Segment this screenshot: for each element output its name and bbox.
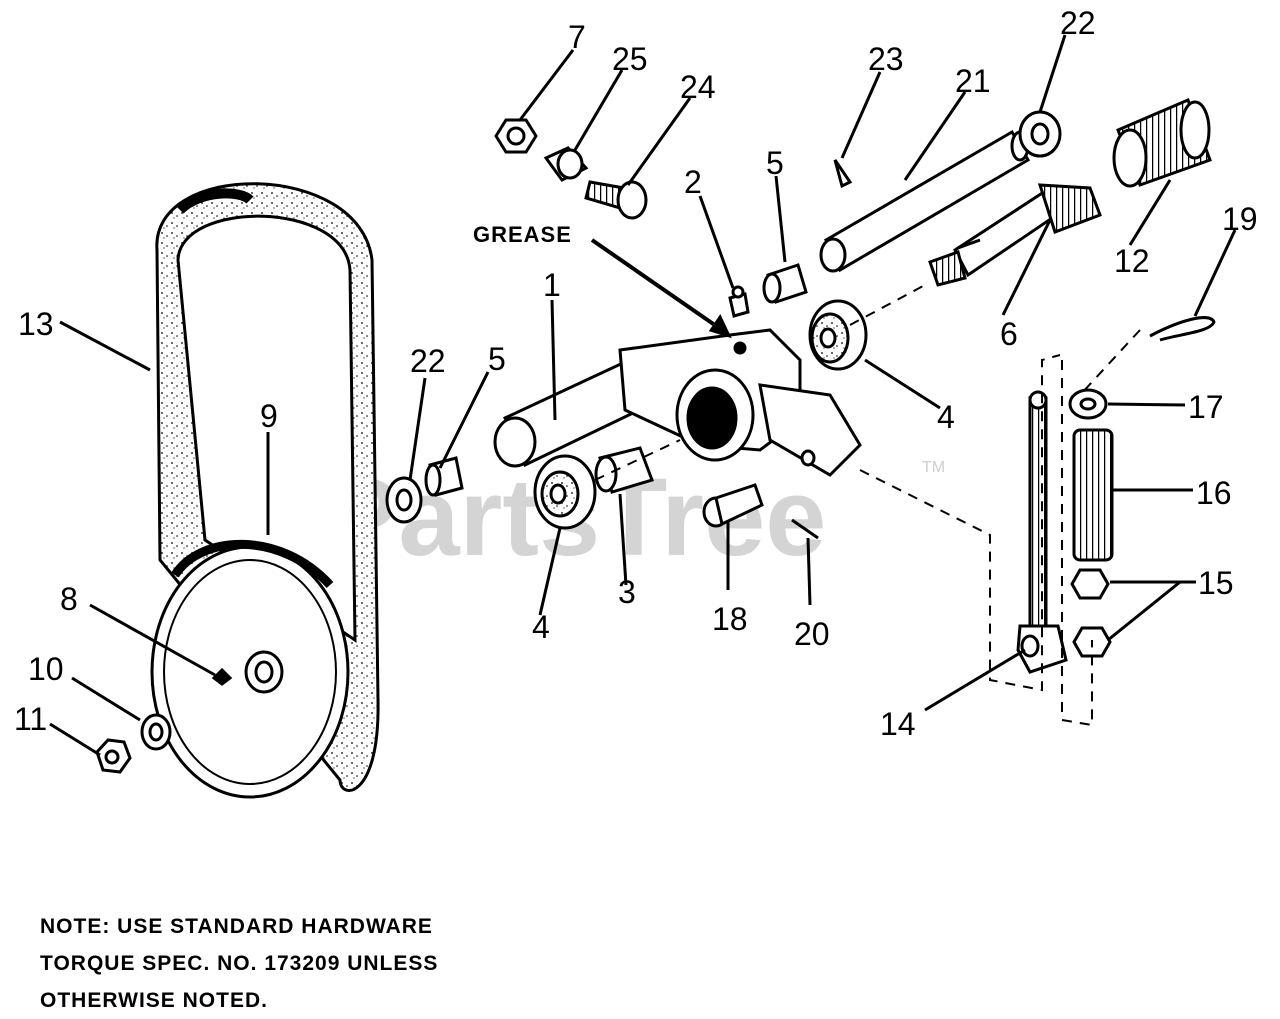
callout-10: 10 <box>28 651 64 687</box>
part-24-bolt <box>584 180 648 220</box>
torque-note-line-1: NOTE: USE STANDARD HARDWARE <box>40 915 433 938</box>
alignment-lines <box>594 284 1141 727</box>
callout-11: 11 <box>14 701 47 737</box>
part-5-bushing-lower <box>424 456 464 497</box>
watermark-trademark: TM <box>922 459 945 476</box>
callout-22-upper: 22 <box>1060 5 1096 41</box>
part-19-hair-pin <box>1149 316 1216 342</box>
callout-13: 13 <box>18 306 54 342</box>
callout-15: 15 <box>1198 565 1234 601</box>
part-11-nut <box>95 738 132 774</box>
part-18-clevis-pin <box>702 483 764 528</box>
callout-21: 21 <box>955 63 991 99</box>
callout-12: 12 <box>1114 243 1150 279</box>
callout-4-lower: 4 <box>532 609 550 645</box>
callout-5-upper: 5 <box>766 145 784 181</box>
callout-14: 14 <box>880 706 916 742</box>
part-3-spacer <box>594 446 654 494</box>
part-16-spring <box>1072 428 1114 562</box>
callout-25: 25 <box>612 41 648 77</box>
part-2-grease-fitting <box>728 285 750 318</box>
callout-7: 7 <box>568 19 586 55</box>
callout-6: 6 <box>1000 316 1018 352</box>
leader-lines <box>49 34 1237 757</box>
part-7-nut <box>494 118 538 154</box>
grease-arrow <box>590 238 732 339</box>
torque-note-line-3: OTHERWISE NOTED. <box>40 989 268 1012</box>
callout-22-lower: 22 <box>410 343 446 379</box>
callout-5-lower: 5 <box>488 341 506 377</box>
grease-label: GREASE <box>473 222 572 247</box>
callout-1: 1 <box>543 267 561 303</box>
callout-19: 19 <box>1222 201 1258 237</box>
part-12-threaded-sleeve <box>1112 97 1212 188</box>
callout-4-upper: 4 <box>937 399 955 435</box>
part-22-washer-lower <box>385 476 423 524</box>
callout-24: 24 <box>680 69 716 105</box>
part-25-spacer <box>543 146 589 182</box>
callout-2: 2 <box>684 164 702 200</box>
part-17-washer <box>1068 388 1108 420</box>
callout-16: 16 <box>1196 475 1232 511</box>
part-4-bearing-upper <box>808 299 868 371</box>
callout-18: 18 <box>712 601 748 637</box>
callout-8: 8 <box>60 581 78 617</box>
part-5-bushing-upper <box>762 263 808 304</box>
torque-note-line-2: TORQUE SPEC. NO. 173209 UNLESS <box>40 952 439 975</box>
callout-3: 3 <box>618 574 636 610</box>
callout-9: 9 <box>260 398 278 434</box>
torque-note: NOTE: USE STANDARD HARDWARE TORQUE SPEC.… <box>40 908 600 1019</box>
part-9-pulley <box>150 539 350 799</box>
part-6-spline-shaft <box>928 183 1102 287</box>
part-21-shaft <box>819 129 1031 273</box>
part-22-washer-upper <box>1018 110 1062 158</box>
part-1-idler-arm <box>493 328 862 477</box>
part-10-washer <box>140 713 172 751</box>
part-20-cotter-pin <box>791 518 819 540</box>
callout-20: 20 <box>794 616 830 652</box>
part-4-bearing-lower <box>533 454 597 530</box>
callout-23: 23 <box>868 41 904 77</box>
callout-17: 17 <box>1188 389 1224 425</box>
part-23-cotter-pin <box>833 159 853 189</box>
